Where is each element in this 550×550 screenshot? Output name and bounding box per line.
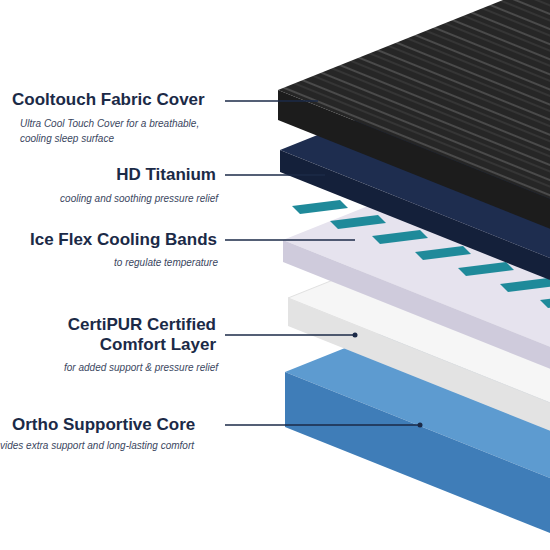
cover-side [278, 90, 550, 240]
part-description: vides extra support and long-lasting com… [0, 438, 300, 453]
leader-line [225, 424, 420, 426]
leader-line [225, 334, 355, 336]
leader-line [225, 239, 355, 241]
part-description: cooling and soothing pressure relief [0, 191, 218, 206]
leader-dot [418, 423, 423, 428]
cooling-band [292, 200, 348, 214]
cooling-band [330, 215, 386, 229]
part-name: CertiPUR Certified Comfort Layer [26, 315, 216, 355]
part-name: Ortho Supportive Core [12, 415, 227, 435]
part-name: HD Titanium [0, 165, 216, 185]
cooling-band [415, 246, 471, 260]
leader-line [225, 100, 318, 102]
leader-lines [225, 101, 420, 425]
leader-line [225, 174, 325, 176]
cooling-band [372, 230, 428, 244]
part-description: for added support & pressure relief [0, 360, 218, 375]
cooling-band [500, 278, 550, 292]
cooling-band [540, 294, 550, 308]
part-description: Ultra Cool Touch Cover for a breathable,… [20, 116, 225, 146]
cover-top [278, 0, 550, 210]
leader-dot [353, 333, 358, 338]
part-name: Ice Flex Cooling Bands [0, 230, 217, 250]
part-name: Cooltouch Fabric Cover [12, 90, 227, 110]
cooling-band [458, 262, 514, 276]
part-description: to regulate temperature [0, 255, 218, 270]
